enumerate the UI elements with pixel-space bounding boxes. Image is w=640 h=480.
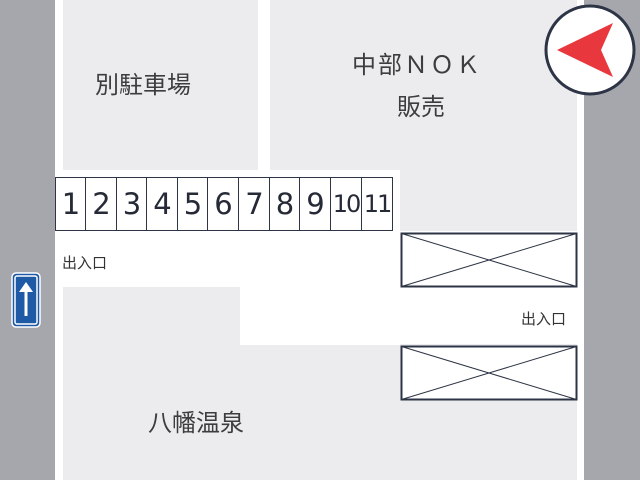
bessha-parking-label: 別駐車場	[95, 71, 191, 99]
one-way-sign-icon	[11, 272, 41, 328]
parking-slot-3: 3	[117, 178, 147, 230]
hachiman-onsen-label: 八幡温泉	[148, 409, 244, 437]
parking-slot-1: 1	[56, 178, 86, 230]
up-arrow-icon	[19, 282, 33, 316]
nok-label-line1: 中部ＮＯＫ	[352, 51, 482, 79]
block-bessha-parking	[63, 0, 258, 170]
parking-slot-6: 6	[208, 178, 239, 230]
closed-area-upper	[400, 232, 578, 288]
parking-slot-10: 10	[331, 178, 362, 230]
compass-icon	[544, 4, 636, 96]
entrance-left-label: 出入口	[62, 254, 108, 272]
entrance-right-label: 出入口	[521, 310, 567, 328]
parking-slot-8: 8	[270, 178, 300, 230]
nok-label-line2: 販売	[397, 93, 445, 121]
red-arrow-pointing-left-icon	[557, 23, 613, 77]
block-hachiman-onsen-south	[63, 345, 400, 480]
road-left	[0, 0, 55, 480]
parking-slot-4: 4	[147, 178, 178, 230]
parking-slot-9: 9	[300, 178, 331, 230]
parking-slot-11: 11	[362, 178, 393, 230]
parking-slot-5: 5	[178, 178, 208, 230]
closed-area-lower	[400, 345, 578, 401]
parking-slot-2: 2	[86, 178, 117, 230]
block-nok	[270, 0, 400, 170]
parking-slot-7: 7	[239, 178, 270, 230]
